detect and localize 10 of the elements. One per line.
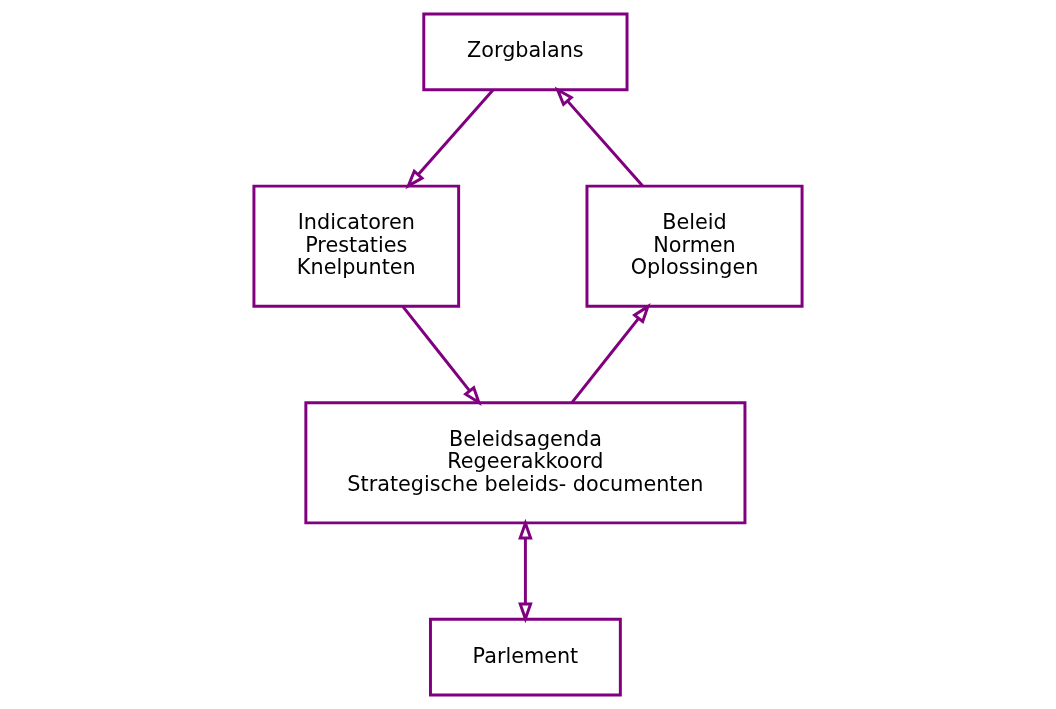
node-box: Indicatoren Prestaties Knelpunten <box>252 184 461 308</box>
node-box: Zorgbalans <box>422 12 629 92</box>
node-box: Beleid Normen Oplossingen <box>585 184 804 308</box>
arrow <box>554 86 644 187</box>
arrow <box>570 303 651 404</box>
arrow <box>518 518 533 624</box>
node-box: Beleidsagenda Regeerakkoord Strategische beleids- documenten <box>304 401 747 525</box>
arrow <box>405 88 495 190</box>
arrow <box>401 305 482 407</box>
node-box: Parlement <box>428 617 622 697</box>
